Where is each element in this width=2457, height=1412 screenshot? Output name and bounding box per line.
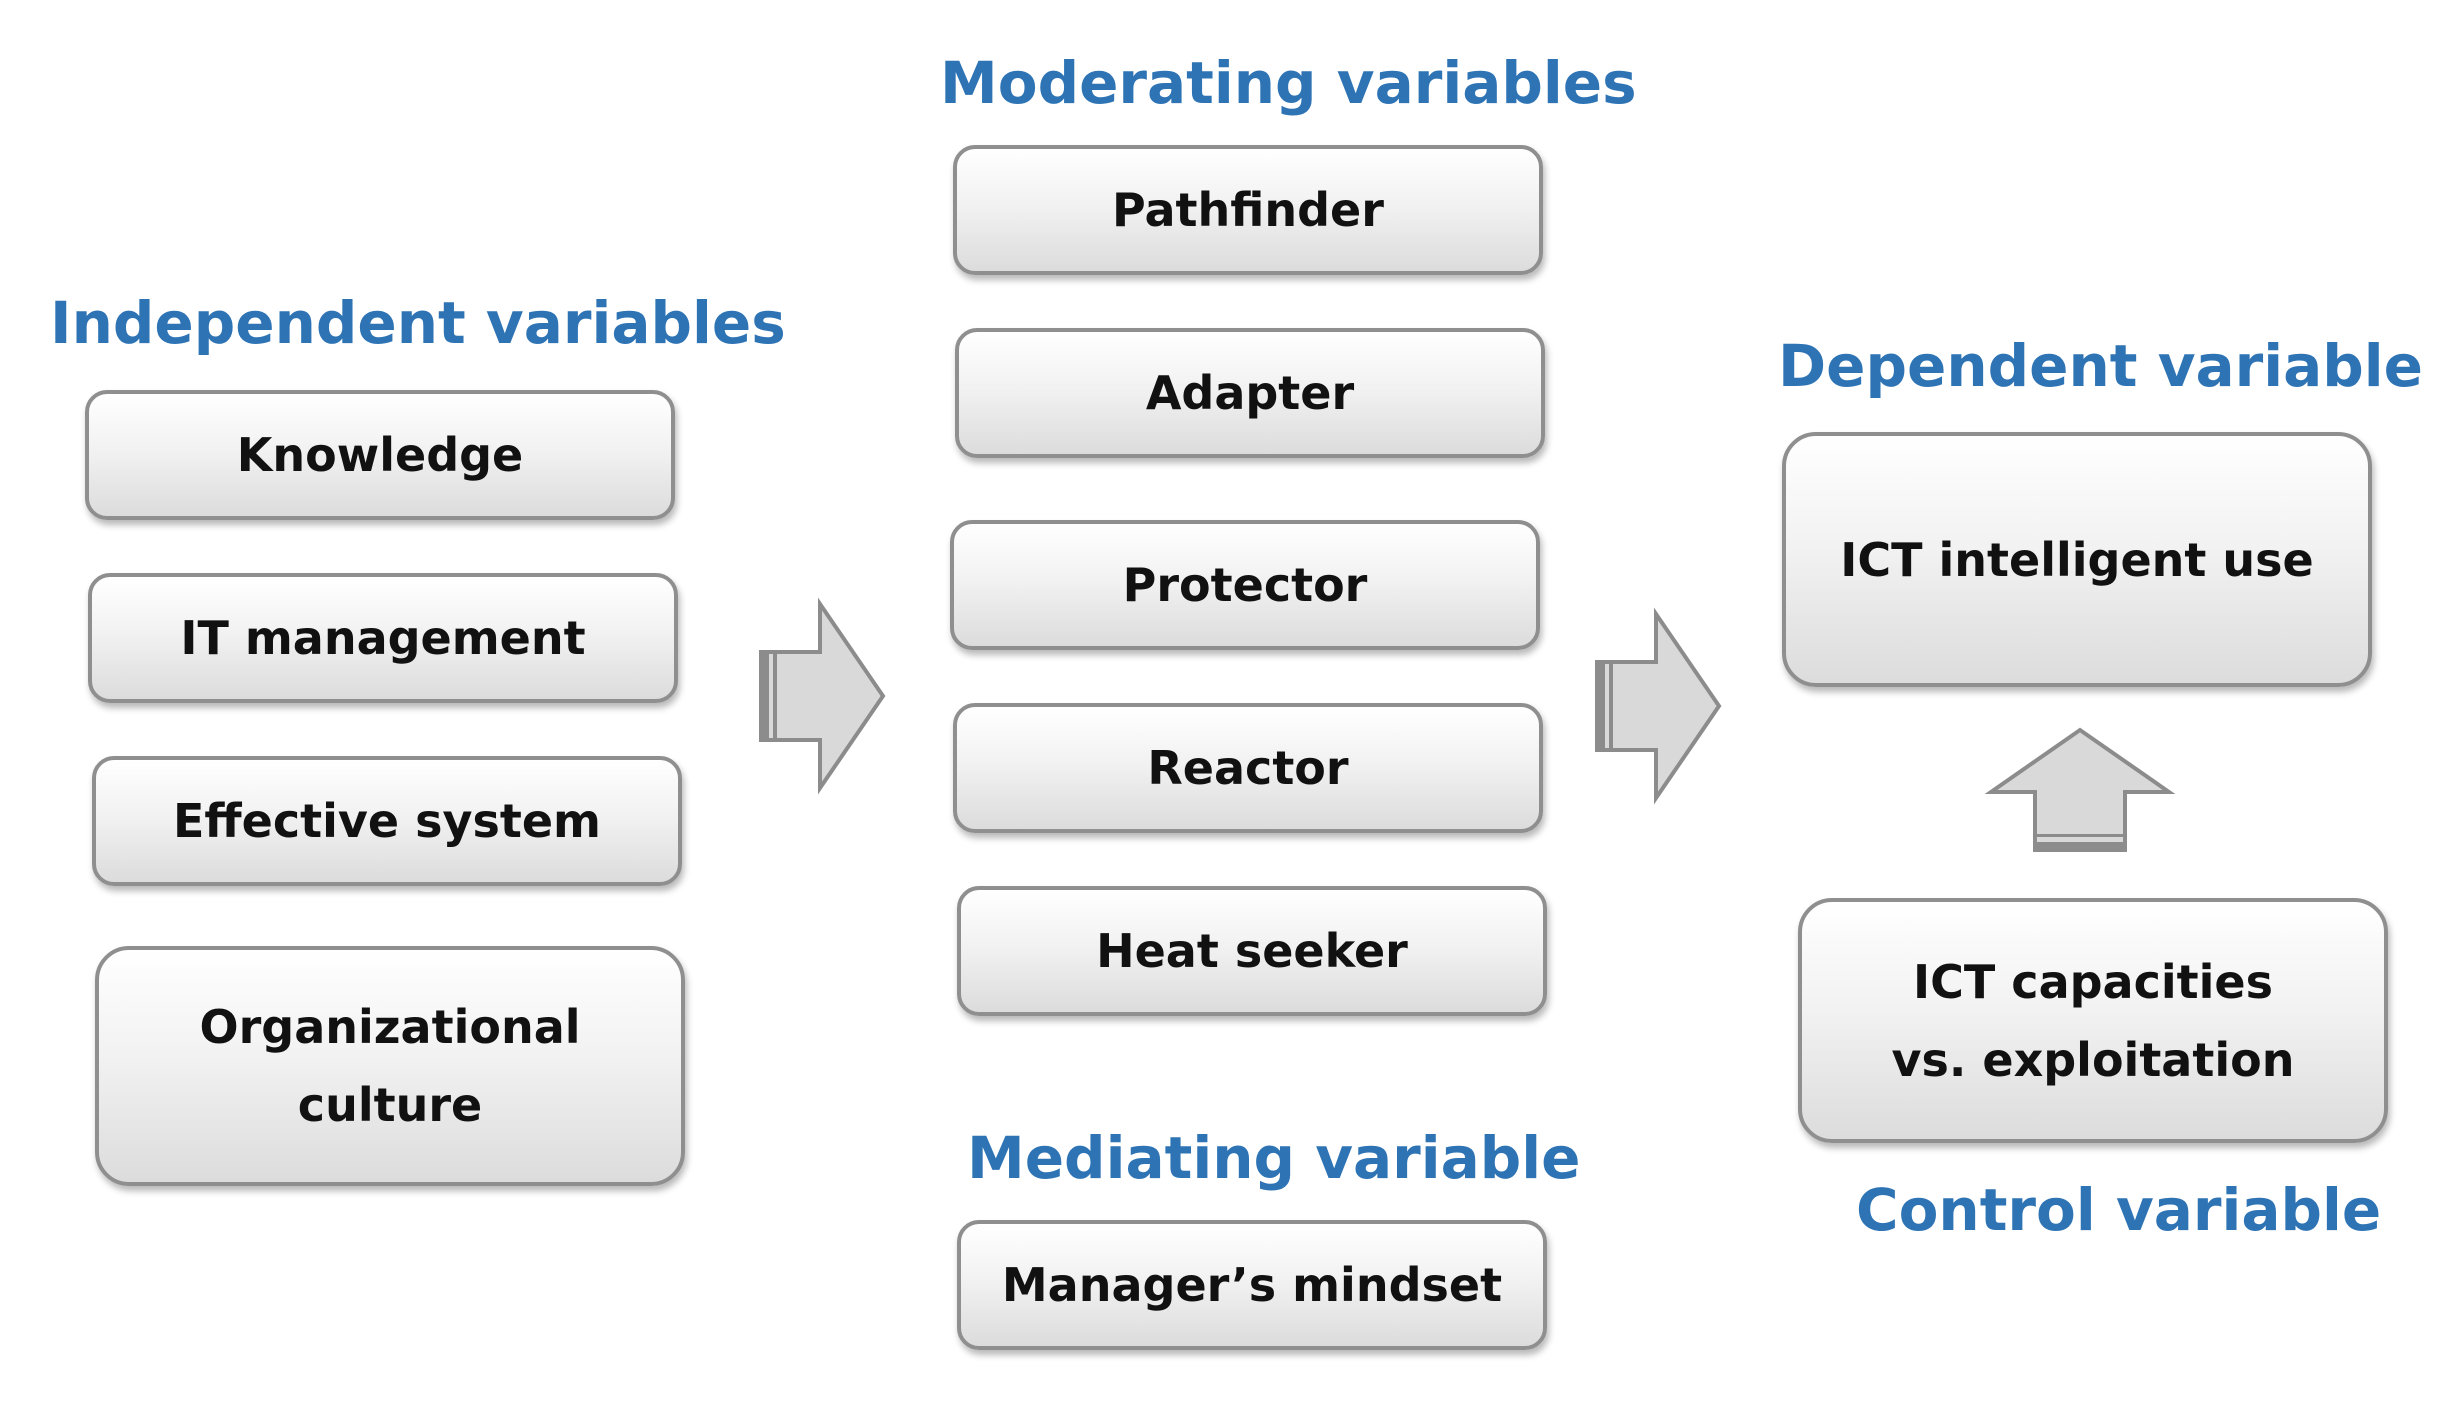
mediating-variable-heading: Mediating variable bbox=[967, 1124, 1581, 1192]
knowledge-box: Knowledge bbox=[85, 390, 675, 520]
ict-intelligent-use-box: ICT intelligent use bbox=[1782, 432, 2372, 687]
managers-mindset-box: Manager’s mindset bbox=[957, 1220, 1547, 1350]
up-arrow-icon bbox=[1984, 727, 2176, 852]
right-arrow-shape bbox=[759, 597, 886, 795]
right-arrow-icon bbox=[1595, 607, 1722, 805]
right-arrow-shape bbox=[1595, 607, 1722, 805]
effective-system-box: Effective system bbox=[92, 756, 682, 886]
independent-variables-heading: Independent variables bbox=[50, 289, 786, 357]
pathfinder-box: Pathfinder bbox=[953, 145, 1543, 275]
it-management-box: IT management bbox=[88, 573, 678, 703]
protector-box: Protector bbox=[950, 520, 1540, 650]
ict-capacities-box: ICT capacities vs. exploitation bbox=[1798, 898, 2388, 1143]
reactor-box: Reactor bbox=[953, 703, 1543, 833]
organizational-culture-box: Organizational culture bbox=[95, 946, 685, 1186]
dependent-variable-heading: Dependent variable bbox=[1778, 332, 2423, 400]
up-arrow-shape bbox=[1984, 727, 2176, 852]
moderating-variables-heading: Moderating variables bbox=[940, 49, 1637, 117]
right-arrow-icon bbox=[759, 597, 886, 795]
adapter-box: Adapter bbox=[955, 328, 1545, 458]
control-variable-heading: Control variable bbox=[1856, 1176, 2382, 1244]
heat-seeker-box: Heat seeker bbox=[957, 886, 1547, 1016]
